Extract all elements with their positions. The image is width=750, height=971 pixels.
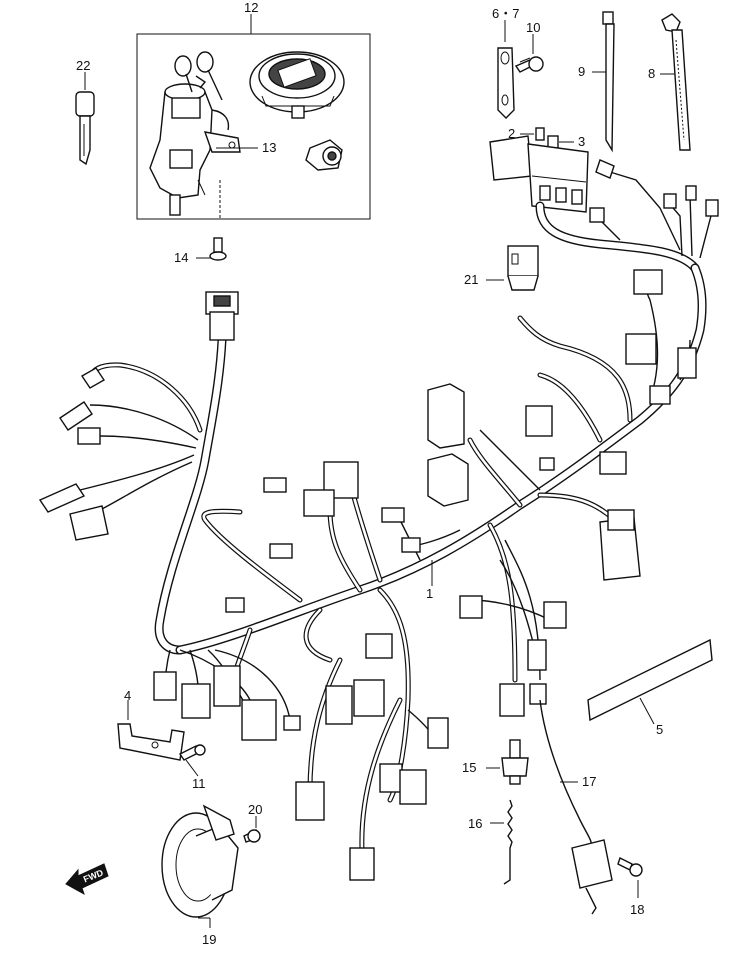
forward-direction-arrow-icon: FWD	[65, 863, 109, 896]
cable-tie-8	[660, 13, 691, 151]
horn-19	[161, 804, 239, 928]
screw-14	[196, 237, 227, 261]
left-side-connectors	[38, 367, 109, 541]
spring-16	[490, 799, 513, 885]
bracket-4	[117, 700, 185, 761]
cable-tie-9	[592, 11, 615, 153]
switch-17	[539, 699, 613, 915]
ignition-keys	[174, 51, 223, 101]
large-connectors-center-top	[427, 383, 627, 507]
switch-15	[486, 739, 529, 785]
key-blank	[75, 72, 95, 166]
screw-18	[617, 857, 643, 898]
callout-16: 16	[468, 816, 482, 831]
ignition-switch	[149, 83, 241, 216]
relay-21	[486, 245, 539, 291]
center-connectors	[225, 461, 421, 613]
callout-5: 5	[656, 722, 663, 737]
callout-11: 11	[192, 776, 206, 791]
fuel-tank-cap	[249, 51, 345, 119]
bolt-20	[243, 816, 261, 843]
leader-lines	[198, 147, 433, 919]
callout-17: 17	[582, 774, 596, 789]
callout-14: 14	[174, 250, 188, 265]
callout-3: 3	[578, 134, 585, 149]
bolt-11	[178, 744, 206, 777]
callout-6-7: 6・7	[492, 6, 519, 21]
callout-8: 8	[648, 66, 655, 81]
callout-15: 15	[462, 760, 476, 775]
callout-21: 21	[464, 272, 478, 287]
callout-labels: 12 6・7 10 9 8 22 13 2 3 14 21 1 4 5 11 1…	[76, 0, 663, 947]
label-plate-5	[587, 638, 713, 725]
callout-13: 13	[262, 140, 276, 155]
callout-2: 2	[508, 126, 515, 141]
lock-cylinder	[305, 139, 343, 171]
main-wiring-harness	[79, 263, 707, 853]
harness-branch-upper-right	[589, 159, 719, 259]
clamp-6-7	[497, 20, 515, 119]
callout-12: 12	[244, 0, 258, 15]
callout-4: 4	[124, 688, 131, 703]
callout-20: 20	[248, 802, 262, 817]
callout-10: 10	[526, 20, 540, 35]
ignition-switch-kit-box	[136, 14, 371, 220]
right-side-connectors	[599, 269, 697, 581]
fuse-box	[489, 127, 700, 273]
lower-connectors	[153, 595, 567, 881]
callout-22: 22	[76, 58, 90, 73]
callout-19: 19	[202, 932, 216, 947]
bolt-10	[514, 34, 544, 73]
callout-1: 1	[426, 586, 433, 601]
connector-top-center	[205, 291, 239, 341]
callout-18: 18	[630, 902, 644, 917]
callout-9: 9	[578, 64, 585, 79]
